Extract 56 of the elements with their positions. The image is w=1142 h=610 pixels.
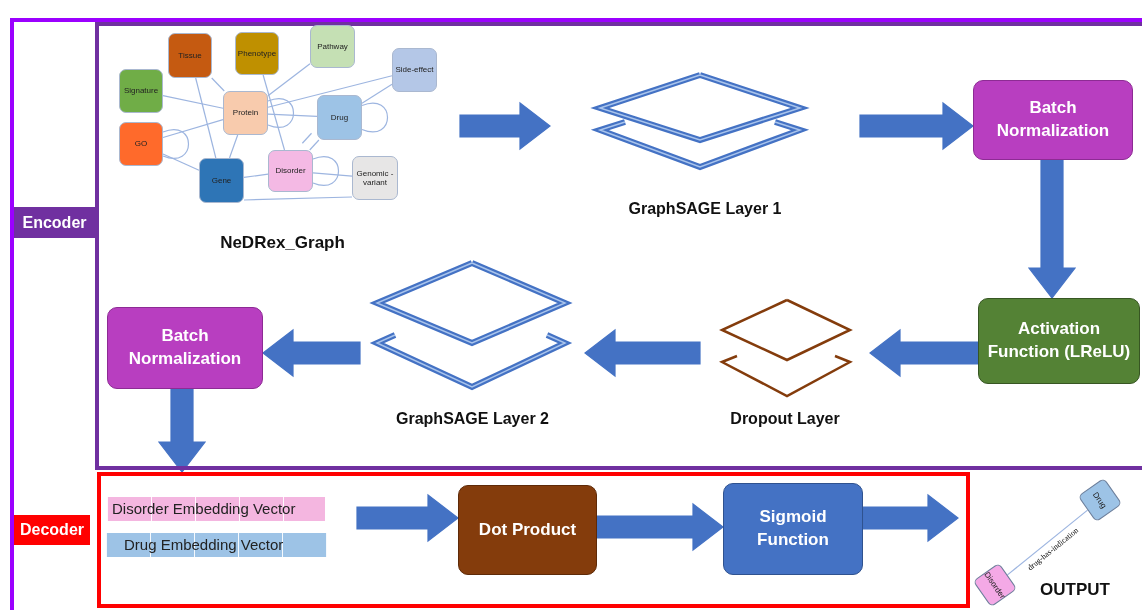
embedding-vector-bar: Disorder Embedding Vector: [107, 497, 325, 521]
self-loop-line: [162, 129, 190, 159]
entity-box: Signature: [119, 69, 163, 113]
connector-line: [1006, 509, 1089, 576]
layer-label: GraphSAGE Layer 2: [395, 410, 550, 428]
entity-box: GO: [119, 122, 163, 166]
connector-line: [195, 77, 217, 159]
connector-line: [267, 63, 311, 97]
layer-label: GraphSAGE Layer 1: [627, 200, 783, 218]
process-box: Dot Product: [458, 485, 597, 575]
block-arrow: [262, 328, 361, 378]
block-arrow: [459, 101, 551, 151]
self-loop-line: [361, 102, 389, 133]
process-box: Activation Function (LReLU): [978, 298, 1140, 384]
block-arrow: [1027, 159, 1077, 299]
connector-line: [267, 113, 318, 117]
connector-line: [162, 95, 224, 109]
connector-line: [243, 173, 269, 178]
connector-line: [301, 132, 313, 144]
block-arrow: [869, 328, 979, 378]
entity-box: Disorder: [268, 150, 313, 192]
process-box: Batch Normalization: [973, 80, 1133, 160]
connector-line: [262, 74, 286, 151]
connector-line: [211, 77, 225, 92]
entity-box: Drug: [317, 95, 362, 140]
embedding-vector-bar: Drug Embedding Vector: [106, 533, 327, 557]
entity-box: Gene: [199, 158, 244, 203]
entity-box: Genomic -variant: [352, 156, 398, 200]
connector-line: [312, 172, 353, 177]
block-arrow: [862, 493, 959, 543]
entity-box: Tissue: [168, 33, 212, 78]
connector-line: [162, 119, 224, 139]
self-loop-line: [267, 98, 295, 128]
entity-box: Pathway: [310, 25, 355, 68]
entity-box: Side-effect: [392, 48, 437, 92]
entity-box: Protein: [223, 91, 268, 135]
encoder-label: Encoder: [14, 207, 95, 238]
graph-title: NeDRex_Graph: [219, 233, 346, 253]
block-arrow: [584, 328, 701, 378]
block-arrow: [157, 388, 207, 473]
process-box: Batch Normalization: [107, 307, 263, 389]
output-label: OUTPUT: [1040, 580, 1110, 600]
entity-box: Phenotype: [235, 32, 279, 75]
block-arrow: [859, 101, 974, 151]
self-loop-line: [312, 156, 340, 186]
connector-line: [361, 83, 393, 104]
connector-line: [228, 134, 239, 159]
layer-label: Dropout Layer: [729, 410, 841, 428]
connector-line: [309, 139, 320, 151]
block-arrow: [596, 502, 724, 552]
connector-line: [162, 153, 200, 171]
process-box: Sigmoid Function: [723, 483, 863, 575]
decoder-label: Decoder: [14, 515, 90, 545]
connector-line: [267, 75, 393, 108]
block-arrow: [356, 493, 459, 543]
connector-line: [243, 196, 353, 201]
